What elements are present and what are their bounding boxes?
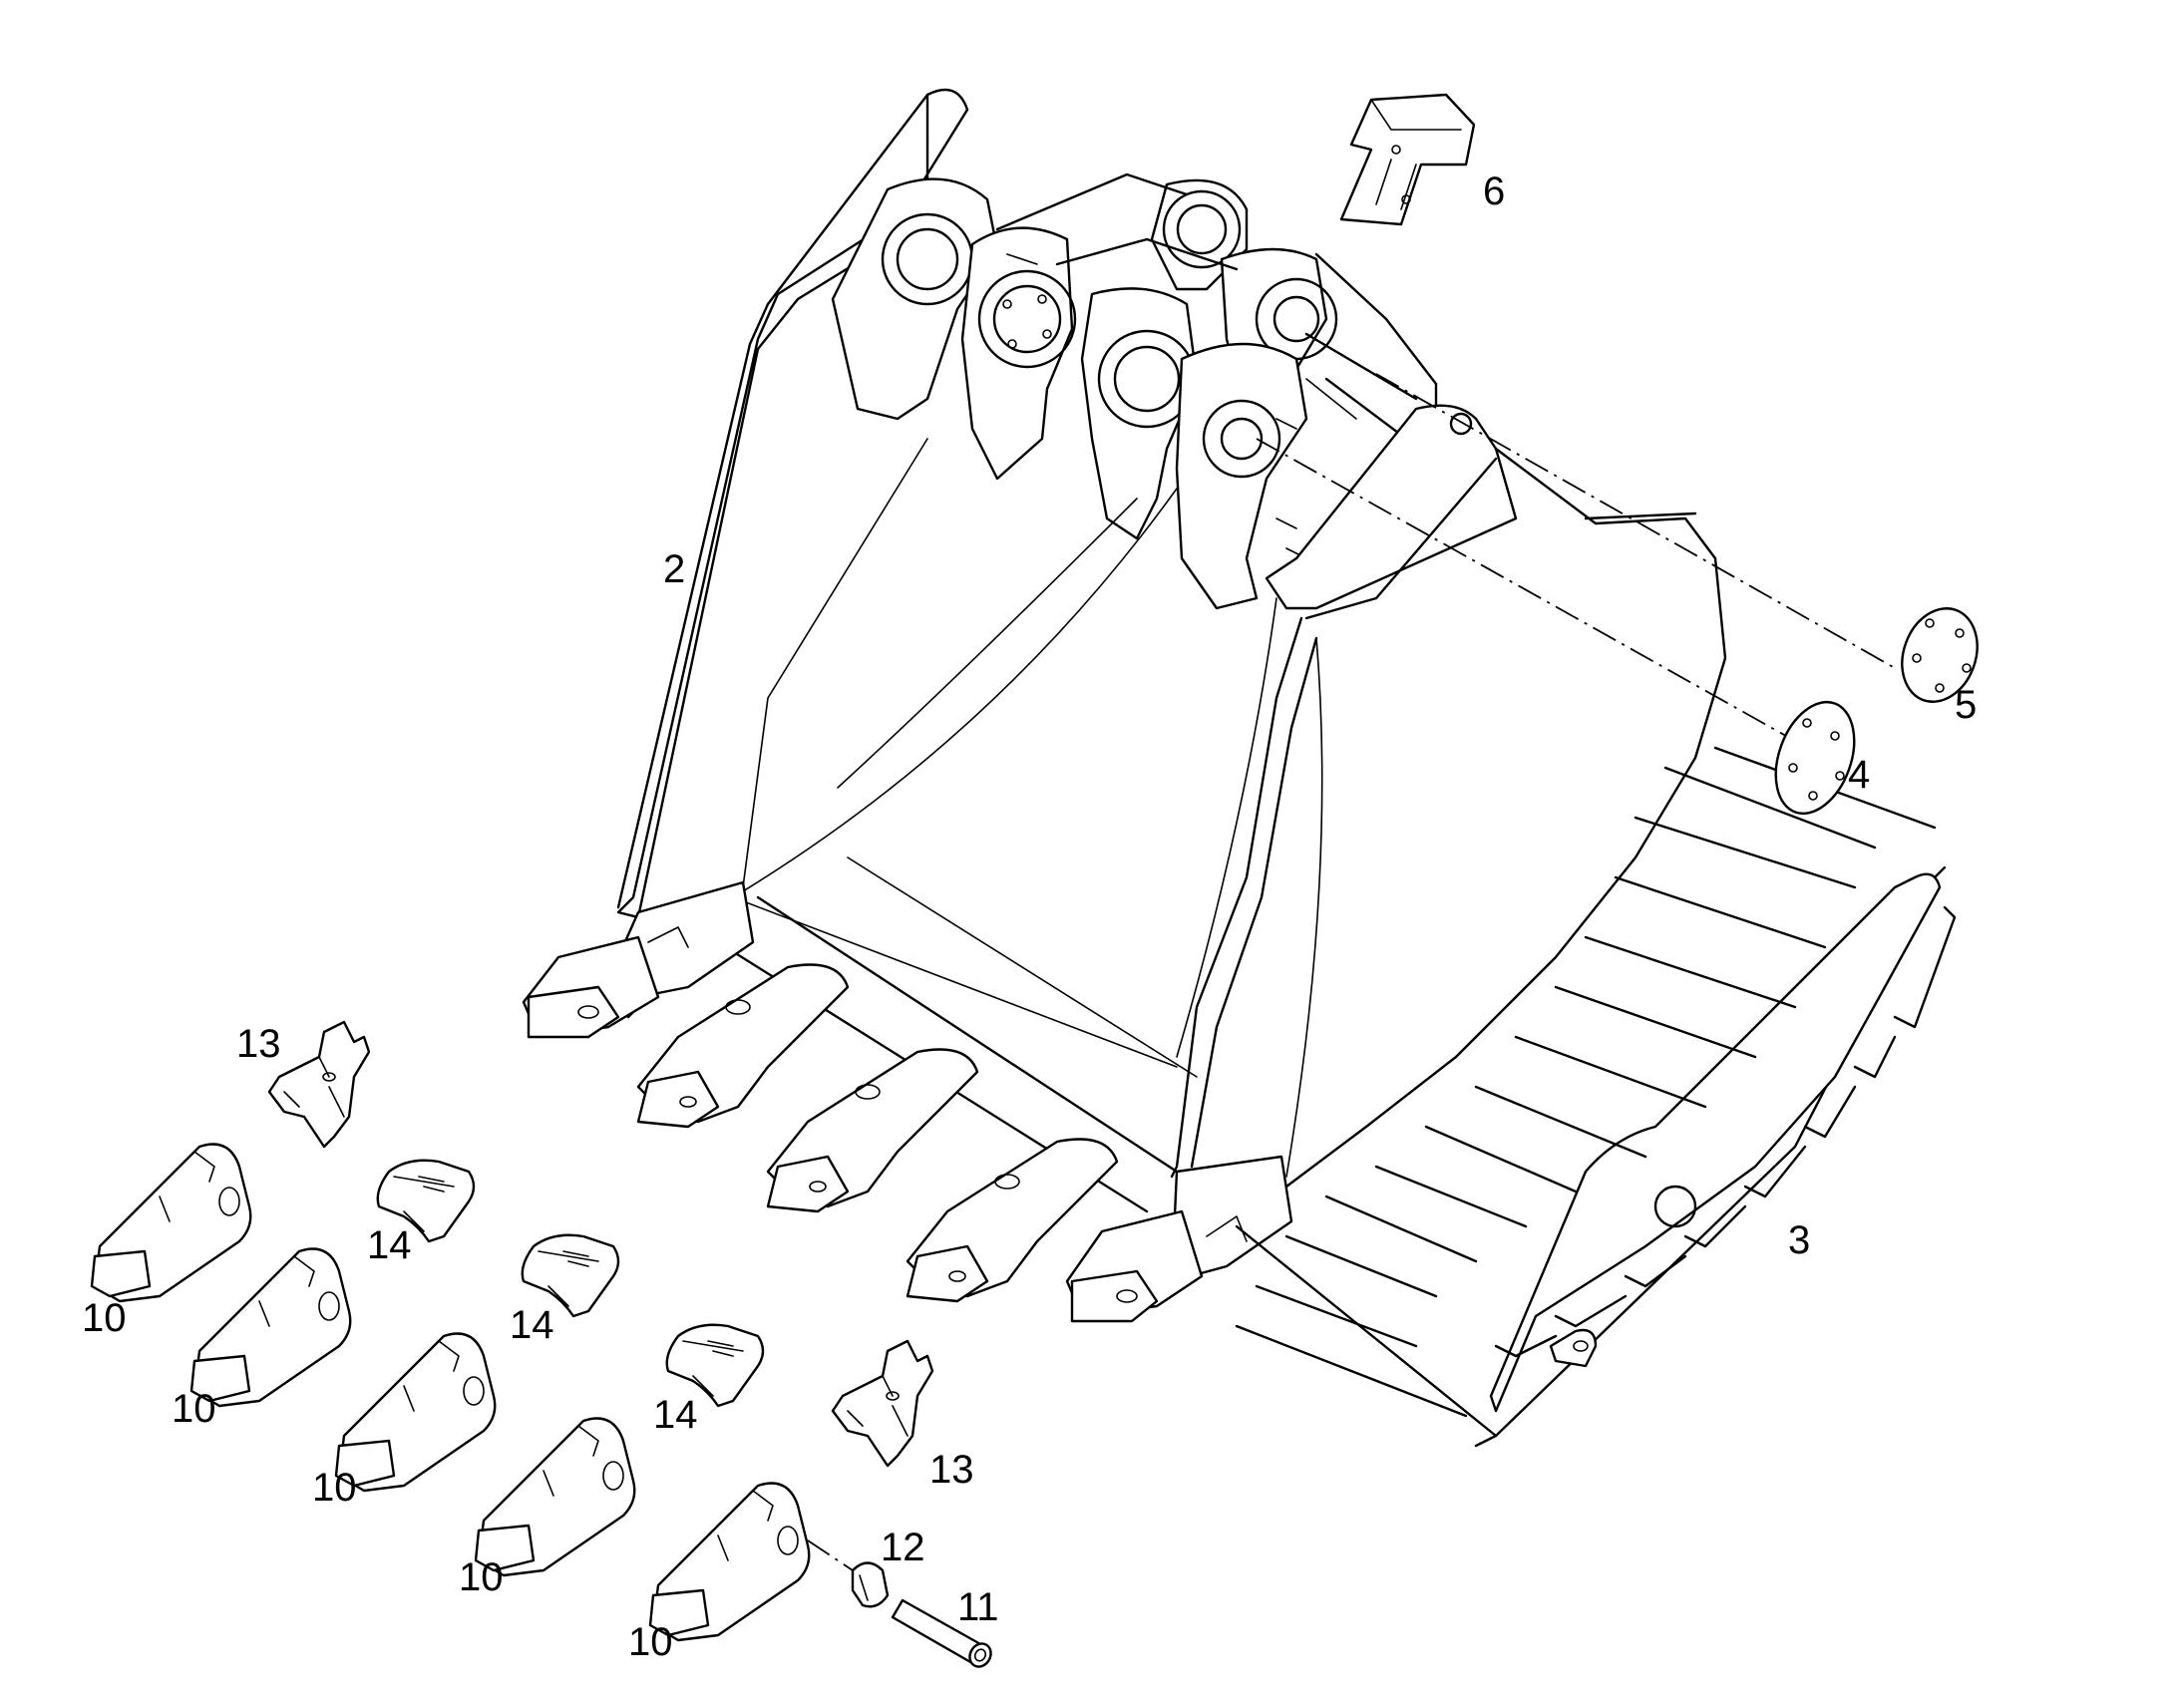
wear-plate-assembly (1235, 746, 1957, 1448)
retainer-12 (851, 1561, 890, 1608)
callout-6: 6 (1483, 170, 1505, 213)
callout-13-a: 13 (236, 1022, 281, 1066)
tooth-10-d (474, 1417, 636, 1577)
centerline-5 (1375, 373, 1896, 669)
mounting-bracket (831, 177, 1418, 610)
adapter-13-a (267, 1020, 371, 1149)
callout-13-b: 13 (929, 1448, 974, 1492)
callout-14-a: 14 (367, 1223, 412, 1267)
tooth-adapters (636, 963, 1119, 1303)
cap-14-c (665, 1323, 765, 1408)
bucket-assembly (616, 88, 1727, 1189)
callout-10-a: 10 (82, 1296, 127, 1340)
centerline-4 (1256, 438, 1826, 759)
pin-cover-5 (1901, 607, 1979, 703)
callout-5: 5 (1955, 683, 1977, 727)
callout-10-e: 10 (628, 1620, 673, 1664)
pin-cover-4 (1774, 700, 1856, 816)
callout-2: 2 (663, 547, 685, 591)
callout-14-c: 14 (653, 1393, 698, 1437)
tooth-10-a (90, 1143, 252, 1303)
cap-14-a (376, 1159, 476, 1243)
callout-12: 12 (881, 1526, 925, 1569)
callout-3: 3 (1788, 1218, 1810, 1262)
lock-plate-6 (1339, 93, 1476, 226)
callout-10-b: 10 (172, 1387, 216, 1431)
tooth-10-e (648, 1482, 811, 1642)
pin-cover-plate (992, 284, 1062, 354)
tooth-10-c (334, 1332, 497, 1493)
callout-11: 11 (957, 1585, 999, 1629)
cutting-edge (522, 880, 1293, 1323)
pin-11 (891, 1598, 992, 1668)
callout-14-b: 14 (510, 1303, 554, 1347)
cap-14-b (521, 1233, 620, 1318)
tooth-10-b (189, 1247, 352, 1408)
adapter-13-b (831, 1339, 934, 1468)
callout-labels: 2 6 5 4 3 13 14 10 14 10 14 10 13 10 12 … (82, 170, 1977, 1664)
callout-10-d: 10 (459, 1555, 504, 1599)
callout-4: 4 (1848, 753, 1870, 797)
callout-10-c: 10 (312, 1466, 357, 1510)
